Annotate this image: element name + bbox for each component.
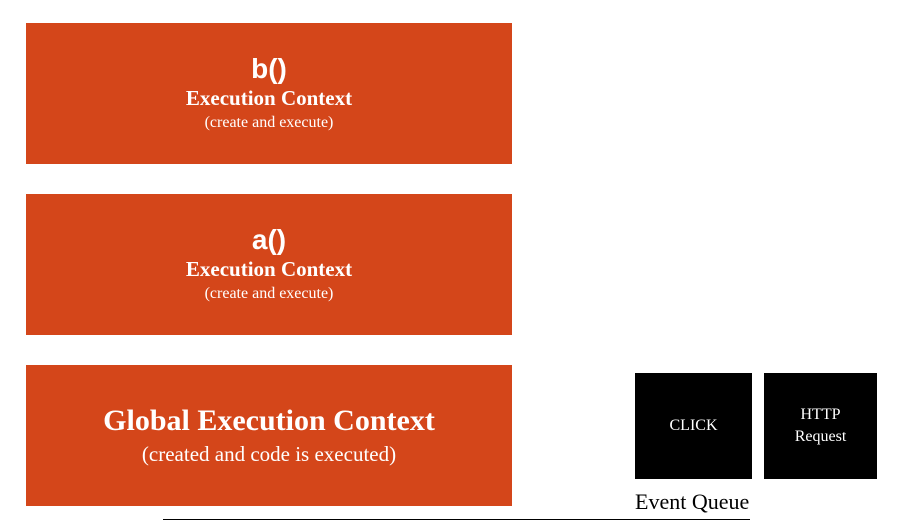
event-queue-item-http-request: HTTP Request bbox=[764, 373, 877, 479]
event-queue-item-label: HTTP bbox=[800, 406, 841, 423]
execution-context-a: a() Execution Context (create and execut… bbox=[26, 194, 512, 335]
event-queue-title: Event Queue bbox=[635, 489, 750, 514]
execution-context-label: Execution Context bbox=[185, 256, 353, 281]
execution-context-subtitle: (create and execute) bbox=[204, 284, 334, 302]
execution-context-b: b() Execution Context (create and execut… bbox=[26, 23, 512, 164]
bottom-divider bbox=[163, 519, 750, 520]
execution-context-subtitle: (create and execute) bbox=[204, 113, 334, 131]
function-name-a: a() bbox=[251, 223, 287, 255]
execution-context-label: Execution Context bbox=[185, 85, 353, 110]
global-context-label: Global Execution Context bbox=[103, 403, 435, 437]
event-queue-item-label: CLICK bbox=[669, 417, 718, 434]
global-context-subtitle: (created and code is executed) bbox=[141, 441, 397, 466]
function-name-b: b() bbox=[251, 52, 287, 84]
event-queue-item-label-line2: Request bbox=[794, 428, 847, 445]
event-queue-item-click: CLICK bbox=[635, 373, 752, 479]
global-execution-context: Global Execution Context (created and co… bbox=[26, 365, 512, 506]
